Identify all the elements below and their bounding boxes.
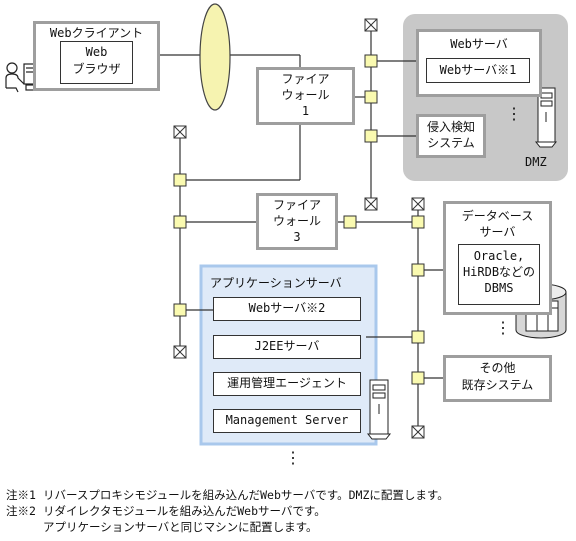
note-2-text: リダイレクタモジュールを組み込んだWebサーバです。 bbox=[43, 504, 326, 518]
connector-node bbox=[411, 215, 425, 229]
other-systems-box bbox=[443, 355, 552, 402]
note-1-mark: 注※1 bbox=[6, 488, 36, 502]
app-item-box bbox=[213, 409, 361, 433]
app-item: Webサーバ※2 bbox=[248, 301, 326, 315]
dbms-line1: Oracle, bbox=[473, 249, 525, 263]
dmz-web-server-title: Webサーバ bbox=[450, 37, 508, 51]
connector-node bbox=[173, 303, 187, 317]
web-client-title: Webクライアント bbox=[49, 26, 144, 40]
web-browser-box bbox=[60, 41, 133, 84]
ids-box bbox=[416, 114, 486, 158]
note-2: 注※2 リダイレクタモジュールを組み込んだWebサーバです。 bbox=[6, 503, 449, 519]
app-item-box bbox=[213, 297, 361, 321]
other-systems-line2: 既存システム bbox=[461, 378, 534, 392]
note-1: 注※1 リバースプロキシモジュールを組み込んだWebサーバです。DMZに配置します… bbox=[6, 487, 449, 503]
terminator-icon bbox=[173, 345, 187, 359]
firewall-1-box bbox=[256, 67, 355, 125]
connector-node bbox=[411, 330, 425, 344]
firewall-3-line2: ウォール bbox=[272, 214, 321, 228]
footnotes: 注※1 リバースプロキシモジュールを組み込んだWebサーバです。DMZに配置します… bbox=[6, 487, 449, 535]
terminator-icon bbox=[364, 18, 378, 32]
note-2-mark: 注※2 bbox=[6, 504, 36, 518]
firewall-oval bbox=[199, 3, 231, 111]
db-ellipsis: ⋮ bbox=[495, 318, 511, 337]
server-tower-icon bbox=[366, 379, 392, 440]
dbms-box bbox=[458, 244, 540, 305]
firewall-1-line1: ファイア bbox=[281, 72, 330, 86]
terminator-icon bbox=[411, 197, 425, 211]
web-browser-line1: Web bbox=[85, 45, 108, 59]
dmz-ellipsis: ⋮ bbox=[506, 104, 522, 123]
firewall-1-line3: 1 bbox=[301, 104, 310, 118]
firewall-3-line3: 3 bbox=[293, 230, 301, 244]
ids-line2: システム bbox=[427, 136, 475, 150]
connector-node bbox=[173, 215, 187, 229]
db-server-title1: データベース bbox=[461, 209, 534, 223]
connector-node bbox=[364, 90, 378, 104]
dmz-web-server-inner-box bbox=[426, 58, 530, 83]
db-server-title2: サーバ bbox=[479, 225, 516, 239]
web-browser-line2: ブラウザ bbox=[72, 62, 121, 76]
app-item-box bbox=[213, 372, 361, 396]
terminator-icon bbox=[411, 425, 425, 439]
note-1-text: リバースプロキシモジュールを組み込んだWebサーバです。DMZに配置します。 bbox=[43, 488, 449, 502]
dmz-web-server-inner: Webサーバ※1 bbox=[439, 63, 517, 77]
other-systems-line1: その他 bbox=[479, 361, 516, 375]
app-item: Management Server bbox=[225, 413, 349, 427]
dbms-line3: DBMS bbox=[484, 281, 514, 295]
firewall-3-line1: ファイア bbox=[272, 198, 321, 212]
connector-node bbox=[343, 215, 357, 229]
dbms-line2: HiRDBなどの bbox=[462, 265, 536, 279]
note-2-text-2: アプリケーションサーバと同じマシンに配置します。 bbox=[43, 520, 318, 534]
note-2-cont: アプリケーションサーバと同じマシンに配置します。 bbox=[6, 519, 449, 535]
app-server-title: アプリケーションサーバ bbox=[210, 276, 342, 290]
connector-node bbox=[364, 54, 378, 68]
connector-node bbox=[411, 371, 425, 385]
app-item-box bbox=[213, 335, 361, 359]
app-item: 運用管理エージェント bbox=[227, 376, 347, 390]
terminator-icon bbox=[364, 197, 378, 211]
server-tower-icon bbox=[534, 87, 558, 148]
connector-node bbox=[173, 173, 187, 187]
firewall-1-line2: ウォール bbox=[281, 88, 330, 102]
dmz-label: DMZ bbox=[525, 155, 547, 169]
ids-line1: 侵入検知 bbox=[426, 120, 475, 134]
connector-node bbox=[411, 263, 425, 277]
connector-node bbox=[364, 129, 378, 143]
terminator-icon bbox=[173, 125, 187, 139]
app-item: J2EEサーバ bbox=[254, 339, 320, 353]
firewall-3-box bbox=[256, 193, 338, 250]
bottom-ellipsis: ⋮ bbox=[285, 448, 301, 467]
